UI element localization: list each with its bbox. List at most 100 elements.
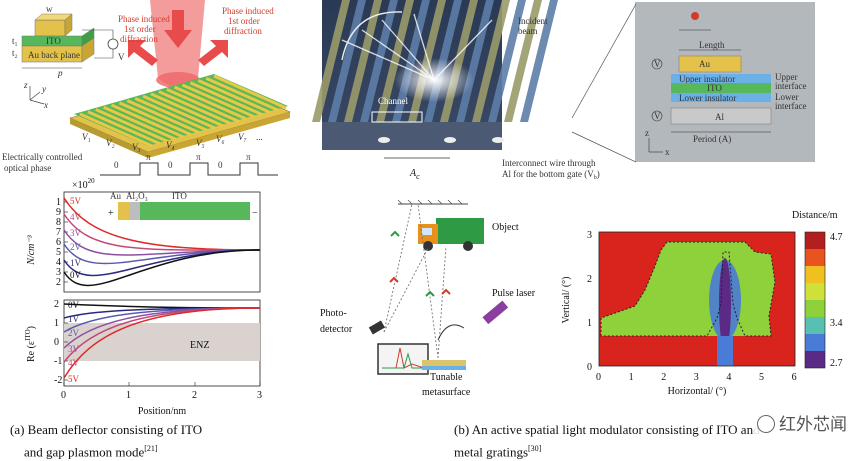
- svg-text:V₃: V₃: [132, 142, 141, 152]
- depth-xtick: 5: [759, 372, 764, 383]
- optical-phase-label-l2: optical phase: [4, 163, 51, 173]
- depth-xtick: 4: [726, 372, 731, 383]
- device-schematic: t₁ t₂ w ITO Au back plane p V z x y Phas…: [2, 0, 291, 176]
- curve-label: 3V: [68, 344, 80, 354]
- svg-text:V: V: [654, 59, 661, 69]
- svg-text:diffraction: diffraction: [120, 34, 158, 44]
- object-label: Object: [492, 222, 519, 233]
- svg-text:Upper insulator: Upper insulator: [679, 74, 735, 84]
- depth-xtick: 1: [629, 372, 634, 383]
- svg-text:Period (A): Period (A): [693, 134, 731, 144]
- interconnect-bumps: [378, 137, 504, 143]
- interconnect-label-l2: Al for the bottom gate (Vb): [502, 169, 600, 181]
- v-label: V: [118, 52, 125, 62]
- svg-text:1st order: 1st order: [124, 24, 156, 34]
- p-label: p: [57, 68, 63, 78]
- w-label: w: [46, 4, 53, 14]
- inset-structure: + − Au Al₂O₃ ITO: [108, 191, 258, 220]
- svg-text:0: 0: [218, 160, 223, 170]
- depth-ytick: 3: [587, 230, 592, 241]
- svg-text:...: ...: [256, 132, 263, 142]
- pulse-markers: [389, 230, 451, 297]
- caption-a: (a) Beam deflector consisting of ITO and…: [10, 422, 203, 460]
- layer-stack-inset: Au Upper insulator ITO Lower insulator A…: [635, 2, 815, 162]
- svg-text:−: −: [252, 208, 258, 219]
- xtick: 0: [61, 390, 66, 401]
- diffracted-rays: [341, 13, 493, 81]
- unit-cell: t₁ t₂ w ITO Au back plane p V: [12, 4, 125, 78]
- ytick-bottom: 2: [54, 299, 59, 310]
- curve-label: 0V: [70, 270, 82, 280]
- svg-text:ITO: ITO: [172, 191, 187, 201]
- depth-heatmap: [599, 232, 795, 366]
- ytick-top: 5: [56, 247, 61, 258]
- t1-label: t₁: [12, 36, 18, 46]
- curve-label: 1V: [70, 258, 82, 268]
- grating-array: [69, 74, 291, 158]
- ytick-top: 1: [56, 197, 61, 208]
- photodetector-label-l2: detector: [320, 324, 353, 335]
- light-paths: [383, 203, 447, 359]
- svg-text:0: 0: [168, 160, 173, 170]
- svg-text:y: y: [41, 84, 46, 94]
- permittivity-curve: [63, 307, 261, 379]
- cb-tick-max: 4.7: [830, 232, 843, 243]
- metasurface-icon: [422, 360, 466, 370]
- backplane-label: Au back plane: [28, 50, 80, 60]
- depth-ylabel: Vertical/ (°): [561, 276, 572, 323]
- y-axis-label-bottom: Re (εITO): [24, 326, 37, 362]
- depth-xtick: 6: [792, 372, 797, 383]
- svg-text:V₂: V₂: [106, 138, 115, 148]
- svg-text:Au: Au: [699, 59, 710, 69]
- svg-text:interface: interface: [775, 81, 806, 91]
- xtick: 1: [126, 390, 131, 401]
- depth-xlabel: Horizontal/ (°): [668, 386, 727, 397]
- depth-xtick: 2: [661, 372, 666, 383]
- x-axis-label: Position/nm: [138, 406, 187, 417]
- ytick-top: 3: [56, 267, 61, 278]
- svg-text:V₆: V₆: [216, 134, 225, 144]
- photodetector-label-l1: Photo-: [320, 308, 347, 319]
- incident-beam-label-l1: Incident: [518, 16, 548, 26]
- cb-tick-min: 2.7: [830, 358, 843, 369]
- ytick-top: 8: [56, 217, 61, 228]
- curve-label: 1V: [68, 314, 80, 324]
- axes-triad: z x y: [23, 80, 48, 110]
- svg-text:V₇: V₇: [238, 132, 247, 142]
- svg-text:z: z: [23, 80, 28, 90]
- svg-text:1st order: 1st order: [228, 16, 260, 26]
- y-axis-label-top: N/cm⁻³: [26, 234, 37, 265]
- ytick-top: 6: [56, 237, 61, 248]
- ytick-bottom: 0: [54, 337, 59, 348]
- svg-text:beam: beam: [518, 26, 538, 36]
- svg-text:0: 0: [114, 160, 119, 170]
- svg-text:π: π: [246, 152, 251, 162]
- svg-text:V₄: V₄: [166, 140, 175, 150]
- curve-label: 2V: [70, 242, 82, 252]
- ytick-top: 9: [56, 207, 61, 218]
- t2-label: t₂: [12, 48, 18, 58]
- phase-waveform: [100, 162, 278, 176]
- truck-icon: [418, 218, 484, 251]
- svg-text:π: π: [196, 152, 201, 162]
- svg-text:diffraction: diffraction: [224, 26, 262, 36]
- svg-text:Au: Au: [110, 191, 121, 201]
- svg-text:Lower: Lower: [775, 92, 799, 102]
- wechat-icon: [757, 415, 775, 433]
- ytick-top: 7: [56, 227, 61, 238]
- xtick: 3: [257, 390, 262, 401]
- pulse-laser-label: Pulse laser: [492, 288, 536, 299]
- optical-phase-label-l1: Electrically controlled: [2, 152, 83, 162]
- svg-text:π: π: [146, 152, 151, 162]
- interconnect-label-l1: Interconnect wire through: [502, 158, 596, 168]
- voltage-labels: V₁ V₂ V₃ V₄ V₅ V₆ V₇ ...: [82, 132, 263, 152]
- ytick-bottom: -1: [54, 356, 62, 367]
- y-ticks-bottom: 210-1-2: [54, 299, 68, 386]
- density-curve: [63, 249, 261, 287]
- curve-label: 2V: [68, 328, 80, 338]
